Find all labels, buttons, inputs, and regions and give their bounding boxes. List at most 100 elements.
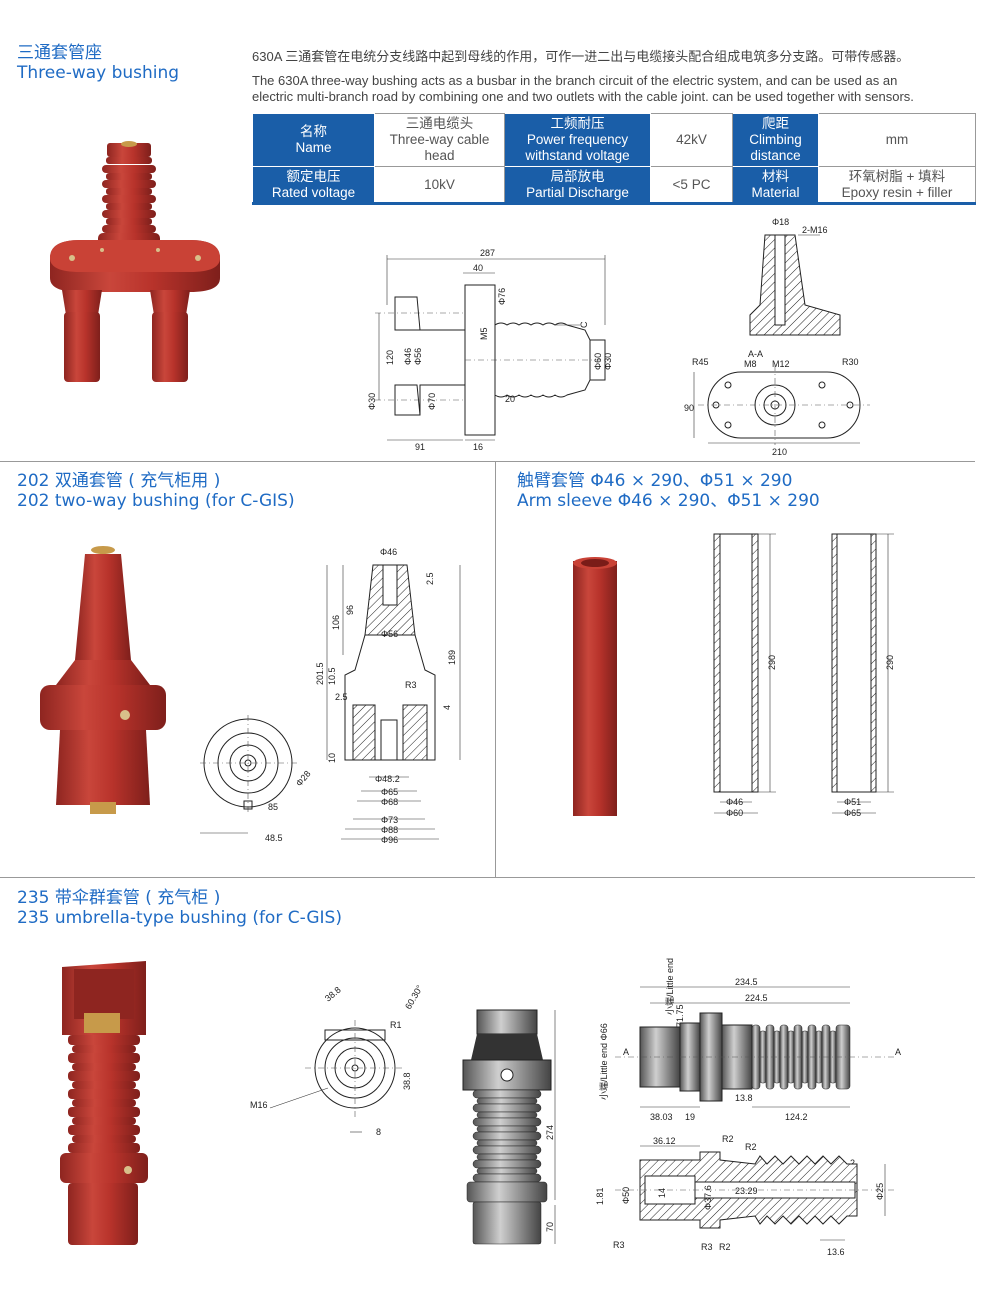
cell-text: Material <box>751 184 800 200</box>
dim-16: 16 <box>473 442 483 452</box>
dim-13-6: 13.6 <box>827 1247 845 1257</box>
cell-text: 42kV <box>676 132 707 147</box>
dim-2: 2 <box>850 1158 855 1168</box>
dim-phi65: Φ65 <box>381 787 398 797</box>
dim-m16: M16 <box>250 1100 268 1110</box>
cell-text: 工频耐压 <box>550 116 605 131</box>
spec-pfv-value: 42kV <box>650 113 733 167</box>
dim-r3-a: R3 <box>613 1240 625 1250</box>
dim-36-12: 36.12 <box>653 1136 676 1146</box>
dim-224-5: 224.5 <box>745 993 768 1003</box>
two-way-section-drawing: Φ46 2.5 96 106 201.5 Φ56 10.5 189 R3 2.5… <box>315 547 461 845</box>
dim-phi37-6: Φ37.6 <box>703 1185 713 1210</box>
spec-pd-label: 局部放电 Partial Discharge <box>504 166 651 205</box>
dim-phi96: Φ96 <box>381 835 398 845</box>
dim-10-5: 10.5 <box>327 667 337 685</box>
dim-phi70: Φ70 <box>427 393 437 410</box>
dim-a-a: A-A <box>748 349 763 359</box>
arm-sleeve-drawing-51: 290 Φ51 Φ65 <box>831 533 895 818</box>
cell-text: 名称 <box>300 124 327 139</box>
sec1-desc-en-1: The 630A three-way bushing acts as a bus… <box>252 73 898 88</box>
dim-290: 290 <box>767 655 777 670</box>
dim-38-03: 38.03 <box>650 1112 673 1122</box>
dim-274: 274 <box>545 1125 555 1140</box>
two-way-bushing-photo <box>40 546 166 814</box>
spec-name-label: 名称 Name <box>252 113 375 167</box>
cell-text: 局部放电 <box>550 168 605 184</box>
cell-text: mm <box>885 132 909 147</box>
spec-row-2: 额定电压 Rated voltage 10kV 局部放电 Partial Dis… <box>252 166 976 205</box>
spec-row-1: 名称 Name 三通电缆头 Three-way cable head 工频耐压 … <box>252 113 976 167</box>
cell-text: head <box>424 148 455 163</box>
cell-text: 10kV <box>424 176 455 192</box>
spec-pd-value: <5 PC <box>650 166 733 205</box>
dim-phi30-left: Φ30 <box>367 393 377 410</box>
dim-10: 10 <box>327 753 337 763</box>
dim-90: 90 <box>684 403 694 413</box>
cell-text: Name <box>295 140 332 155</box>
dim-a-right: A <box>895 1047 901 1057</box>
dim-38-8-side: 38.8 <box>402 1072 412 1090</box>
dim-2-5b: 2.5 <box>335 692 348 702</box>
dim-phi51: Φ51 <box>844 797 861 807</box>
dim-phi88: Φ88 <box>381 825 398 835</box>
dim-r3-b: R3 <box>701 1242 713 1252</box>
dim-124-2: 124.2 <box>785 1112 808 1122</box>
dim-120: 120 <box>385 350 395 365</box>
dim-71-75: 71.75 <box>675 1004 685 1027</box>
dim-r30: R30 <box>842 357 859 367</box>
spec-voltage-value: 10kV <box>374 166 505 205</box>
dim-phi18: Φ18 <box>772 217 789 227</box>
dim-phi68: Φ68 <box>381 797 398 807</box>
dim-phi73: Φ73 <box>381 815 398 825</box>
umbrella-drawing-section: 36.12 R2 R2 2 1.81 Φ50 14 Φ37.6 23.29 Φ2… <box>595 1134 895 1257</box>
spec-material-label: 材料 Material <box>732 166 819 205</box>
three-way-section-drawing: Φ18 2-M16 A-A R45 M8 M12 R30 90 210 <box>684 217 870 457</box>
dim-phi25: Φ25 <box>875 1183 885 1200</box>
cell-text: Climbing <box>749 132 802 147</box>
cell-text: Partial Discharge <box>526 184 629 200</box>
dim-40: 40 <box>473 263 483 273</box>
dim-70: 70 <box>545 1222 555 1232</box>
dim-r2-c: R2 <box>719 1242 731 1252</box>
dim-91: 91 <box>415 442 425 452</box>
dim-phi50: Φ50 <box>621 1187 631 1204</box>
dim-a-left: A <box>623 1047 629 1057</box>
divider-vertical <box>495 461 496 877</box>
dim-85: 85 <box>268 802 278 812</box>
dim-little-end-top: 小端/Little end <box>664 958 675 1015</box>
divider-1 <box>0 461 975 462</box>
sec1-desc-en-2: electric multi-branch road by combining … <box>252 89 914 104</box>
arm-sleeve-photo <box>573 557 617 816</box>
umbrella-bushing-photo <box>60 961 148 1245</box>
dim-phi65: Φ65 <box>844 808 861 818</box>
dim-19: 19 <box>685 1112 695 1122</box>
spec-name-value: 三通电缆头 Three-way cable head <box>374 113 505 167</box>
dim-m12: M12 <box>772 359 790 369</box>
dim-290: 290 <box>885 655 895 670</box>
dim-48-5: 48.5 <box>265 833 283 843</box>
spec-climbing-label: 爬距 Climbing distance <box>732 113 819 167</box>
cell-text: withstand voltage <box>525 148 630 163</box>
cell-text: Three-way cable <box>389 132 490 147</box>
dim-38-8-top: 38.8 <box>323 985 343 1004</box>
dim-13-8: 13.8 <box>735 1093 753 1103</box>
three-way-bushing-photo <box>50 141 220 382</box>
dim-234-5: 234.5 <box>735 977 758 987</box>
cell-text: 爬距 <box>762 116 789 131</box>
dim-phi56: Φ56 <box>413 348 423 365</box>
dim-210: 210 <box>772 447 787 457</box>
dim-m8: M8 <box>744 359 757 369</box>
dim-96: 96 <box>345 605 355 615</box>
dim-189: 189 <box>447 650 457 665</box>
cell-text: <5 PC <box>672 176 711 192</box>
cell-text: 三通电缆头 <box>405 116 474 131</box>
sec3-title-cn: 触臂套管 Φ46 × 290、Φ51 × 290 <box>517 471 793 491</box>
spec-table: 名称 Name 三通电缆头 Three-way cable head 工频耐压 … <box>252 113 976 205</box>
dim-little-end-phi66: 小端/Little end Φ66 <box>598 1023 609 1100</box>
dim-20: 20 <box>505 394 515 404</box>
sec1-title-en: Three-way bushing <box>17 63 180 83</box>
dim-2-5: 2.5 <box>425 572 435 585</box>
dim-r1: R1 <box>390 1020 402 1030</box>
umbrella-top-view-drawing: 38.8 60.30° R1 38.8 M16 8 <box>250 983 425 1137</box>
